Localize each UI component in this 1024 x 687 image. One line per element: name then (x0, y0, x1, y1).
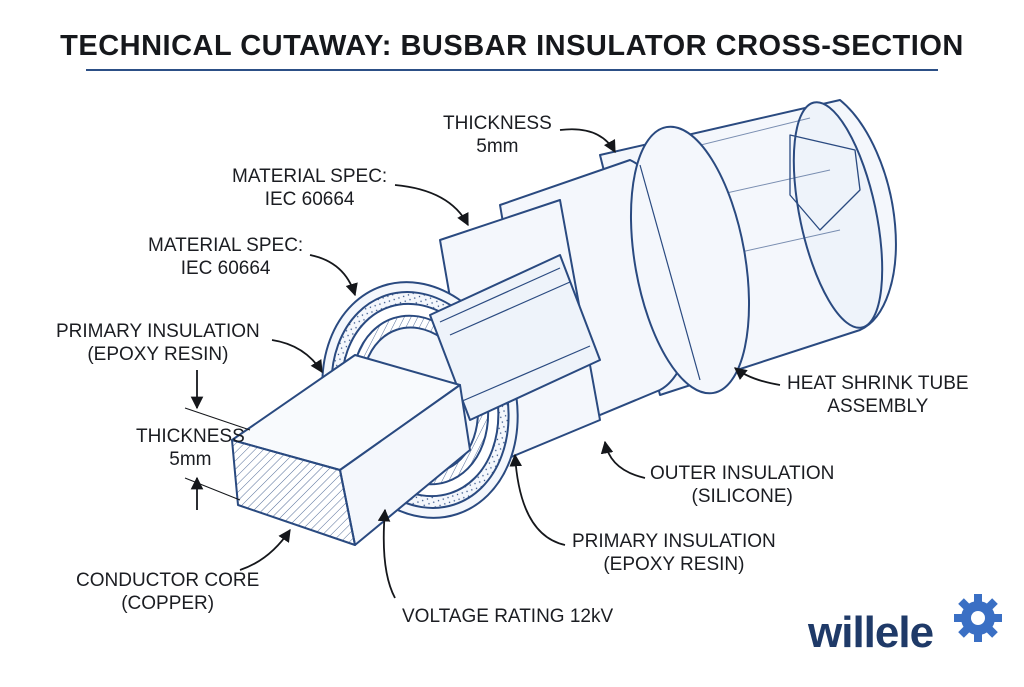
label-primary-insulation-bottom: PRIMARY INSULATION(EPOXY RESIN) (572, 531, 776, 575)
dim-ext-bottom (184, 477, 241, 501)
leader-voltage (377, 508, 396, 599)
leader-primary-bottom (509, 453, 566, 546)
brand-logo: willele (808, 608, 934, 657)
label-material-spec-2: MATERIAL SPEC:IEC 60664 (148, 235, 304, 279)
leader-outer-insulation (600, 440, 646, 479)
outer-insulation-band (629, 125, 751, 395)
heat-shrink-end-face (792, 101, 884, 329)
label-outer-insulation: OUTER INSULATION(SILICONE) (650, 463, 835, 507)
gear-icon (954, 594, 1002, 642)
page-title: TECHNICAL CUTAWAY: BUSBAR INSULATOR CROS… (60, 30, 964, 62)
label-material-spec-1: MATERIAL SPEC:IEC 60664 (232, 166, 388, 210)
title-underline (86, 69, 938, 71)
leader-conductor (239, 528, 291, 571)
dim-ext-top (184, 407, 251, 431)
leader-material-spec-1 (394, 184, 469, 227)
label-conductor-core: CONDUCTOR CORE(COPPER) (76, 570, 260, 614)
conductor-end-face (231, 439, 356, 546)
leader-material-spec-2 (309, 254, 358, 297)
leader-thickness-top (559, 128, 616, 154)
leader-heat-shrink (734, 367, 781, 386)
label-voltage-rating: VOLTAGE RATING 12kV (402, 606, 614, 627)
label-primary-insulation-left: PRIMARY INSULATION(EPOXY RESIN) (56, 321, 260, 365)
leader-primary-left (271, 339, 323, 374)
